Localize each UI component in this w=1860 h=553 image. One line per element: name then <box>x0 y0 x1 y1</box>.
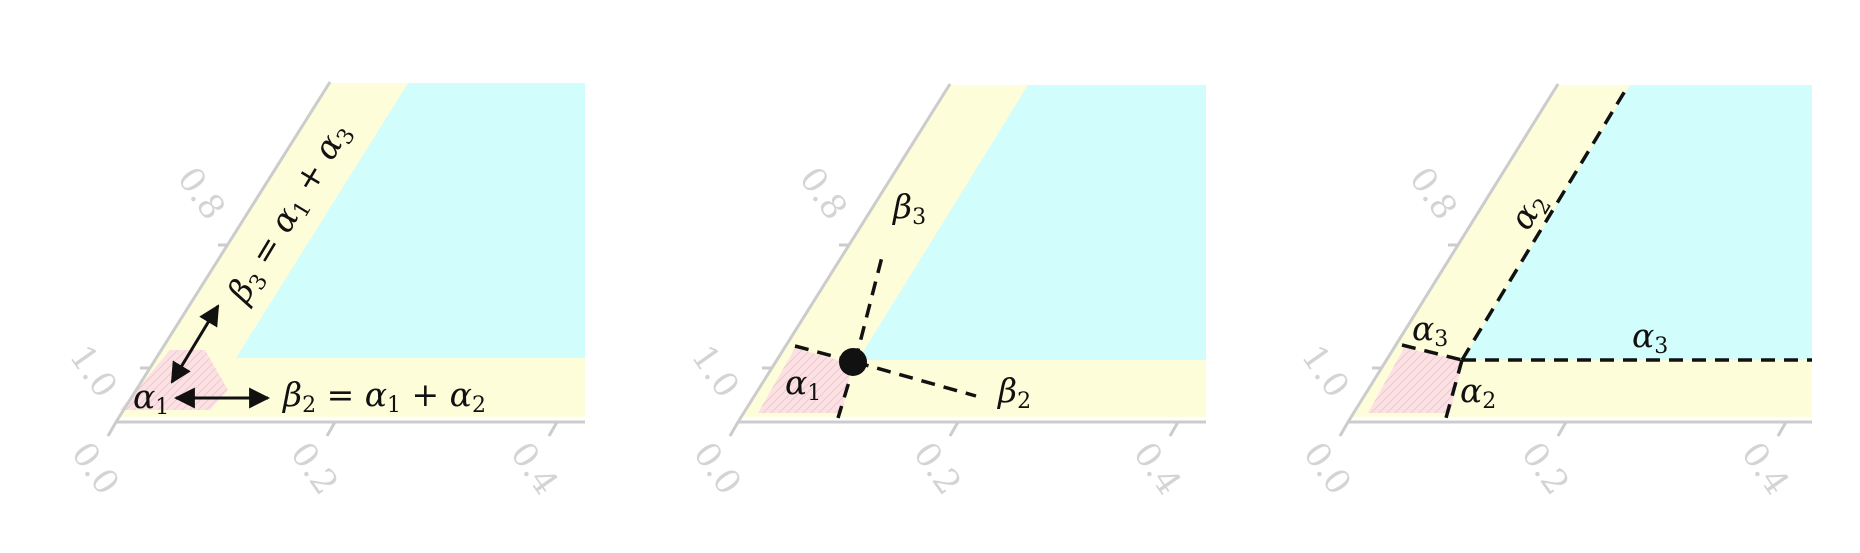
diagonal-axis <box>114 81 332 423</box>
y-tick-label: 0.8 <box>169 160 233 227</box>
pink-region <box>1368 348 1463 413</box>
dashed-line-alpha3-left <box>1401 343 1463 362</box>
x-tick-mark <box>1338 421 1350 437</box>
x-tick-label: 0.4 <box>502 435 566 502</box>
x-tick-mark <box>1776 421 1788 437</box>
x-tick-mark <box>1556 421 1568 437</box>
x-tick-mark <box>1168 421 1180 437</box>
label-beta2: β2 <box>996 371 1031 414</box>
x-tick-label: 0.0 <box>1295 435 1359 502</box>
panel-2: 0.0 0.2 0.4 1.0 0.8 α1 β3 β2 <box>683 83 1206 502</box>
diagonal-axis <box>1346 83 1560 423</box>
y-tick-label: 1.0 <box>683 338 747 405</box>
cyan-region <box>858 85 1206 360</box>
diagonal-axis <box>736 83 952 423</box>
dashed-line-alpha2-diagonal <box>1460 85 1630 361</box>
x-tick-label: 0.0 <box>63 435 127 502</box>
panel-1: 0.0 0.2 0.4 1.0 0.8 α1 β3 = α1 + α3 β2 =… <box>61 81 585 502</box>
x-tick-label: 0.4 <box>1125 435 1189 502</box>
x-tick-mark <box>547 421 559 437</box>
label-alpha1: α1 <box>785 363 821 406</box>
x-tick-label: 0.4 <box>1733 435 1797 502</box>
x-tick-mark <box>948 421 960 437</box>
y-tick-label: 1.0 <box>1293 338 1357 405</box>
x-tick-mark <box>106 421 118 437</box>
label-alpha1: α1 <box>133 377 169 420</box>
x-tick-mark <box>325 421 337 437</box>
label-beta3: β3 <box>891 187 926 230</box>
label-beta2-equation: β2 = α1 + α2 <box>281 375 486 418</box>
x-tick-label: 0.0 <box>685 435 749 502</box>
label-alpha3-left: α3 <box>1412 309 1448 352</box>
dashed-line-alpha2-lower <box>1444 359 1464 419</box>
y-tick-label: 0.8 <box>791 160 855 227</box>
panel-3: 0.0 0.2 0.4 1.0 0.8 α3 α3 α2 α2 <box>1293 83 1812 502</box>
dashed-line-beta3 <box>853 252 885 363</box>
y-tick-label: 0.8 <box>1401 160 1465 227</box>
x-tick-mark <box>728 421 740 437</box>
label-alpha3-right: α3 <box>1632 316 1668 359</box>
cyan-region <box>236 83 585 358</box>
x-tick-label: 0.2 <box>282 435 346 502</box>
label-alpha2-lower: α2 <box>1460 371 1496 414</box>
x-tick-label: 0.2 <box>905 435 969 502</box>
y-tick-label: 1.0 <box>61 338 125 405</box>
x-tick-label: 0.2 <box>1513 435 1577 502</box>
dashed-line-beta2 <box>854 360 977 398</box>
cyan-region <box>1463 85 1812 360</box>
pink-region <box>758 348 852 413</box>
arrow-beta3-direction <box>170 304 220 384</box>
vertex-point <box>839 348 867 376</box>
